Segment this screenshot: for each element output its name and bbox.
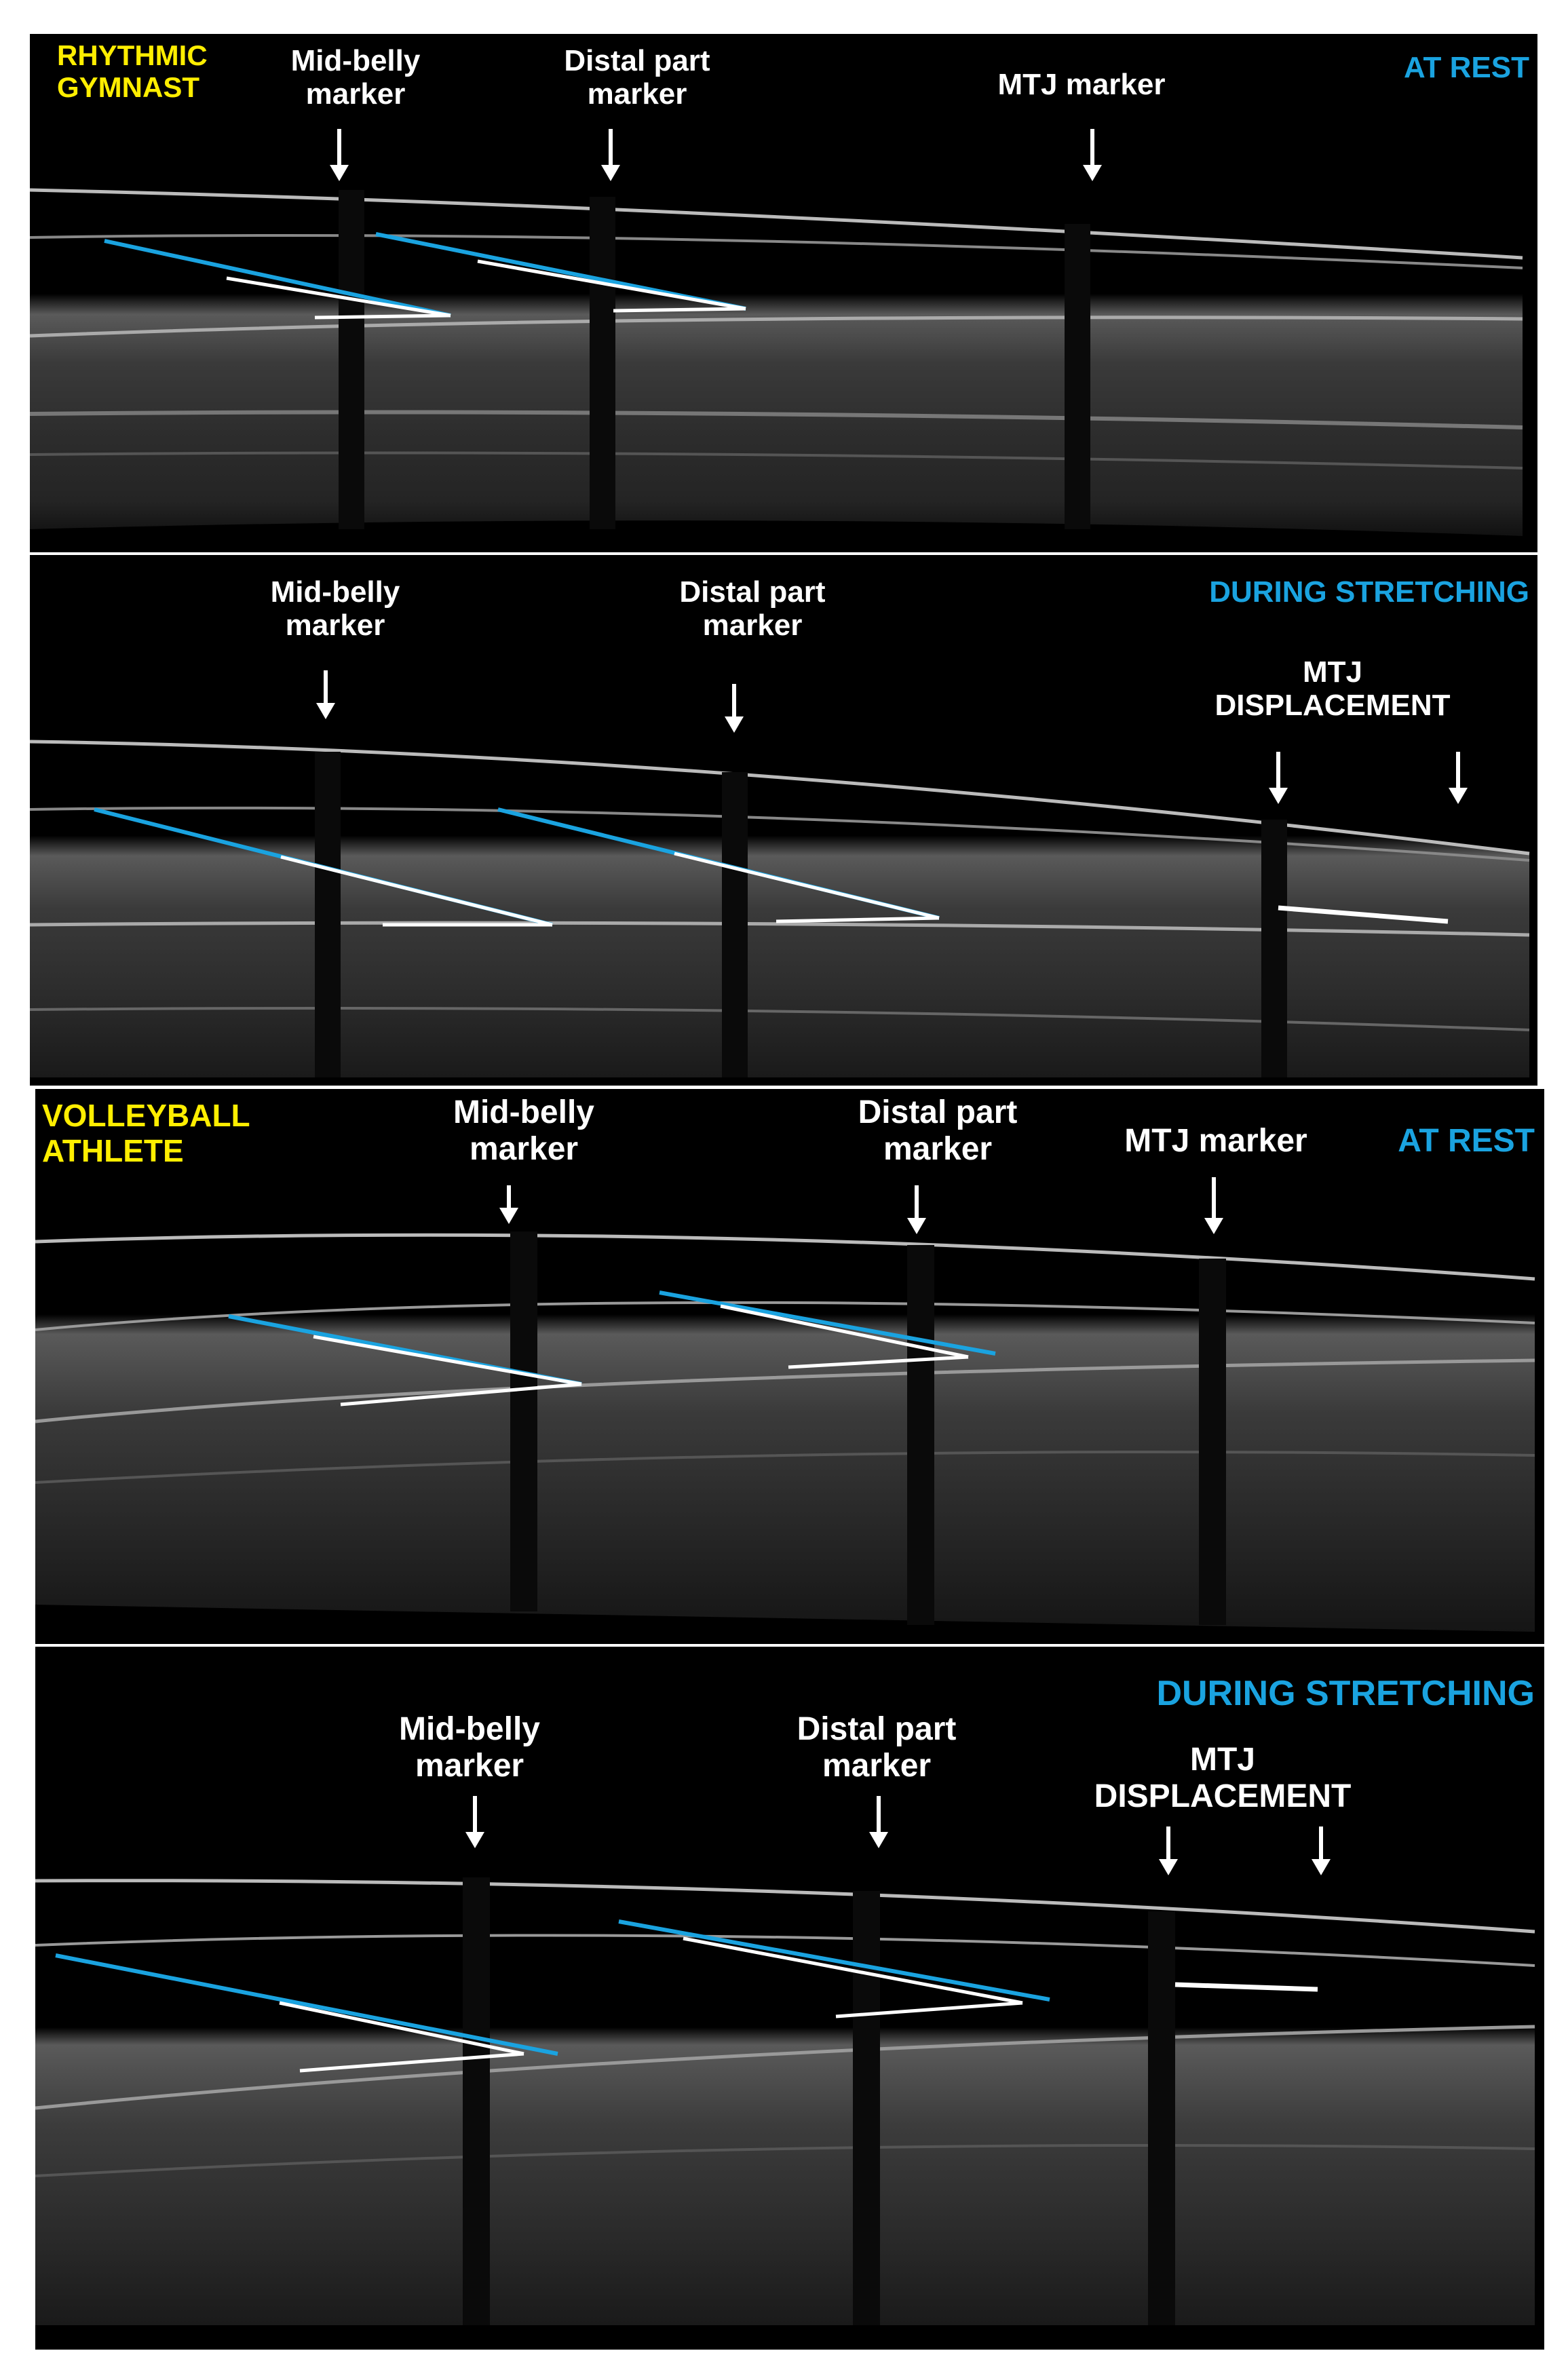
mid-belly-arrow (465, 1796, 484, 1848)
distal-part-arrow (601, 129, 620, 181)
mid-belly-arrow (499, 1185, 518, 1224)
mtj-end-arrow (1312, 1826, 1331, 1875)
mtj-marker-label: MTJ marker (997, 68, 1166, 101)
mtj-arrow (1083, 129, 1102, 181)
mtj-displacement-label: MTJ DISPLACEMENT (1215, 655, 1451, 723)
mid-belly-marker-label: Mid-belly marker (398, 1711, 540, 1784)
mid-belly-arrow (330, 129, 349, 181)
ultrasound-image (35, 1877, 1535, 2325)
mid-belly-arrow (316, 670, 335, 719)
athlete-label: VOLLEYBALL ATHLETE (42, 1098, 250, 1168)
ultrasound-panel-gymnast-rest: RHYTHMIC GYMNAST Mid-belly marker Distal… (30, 34, 1537, 552)
athlete-label: RHYTHMIC GYMNAST (57, 39, 208, 104)
ultrasound-image (35, 1231, 1535, 1632)
distal-part-marker-label: Distal part marker (797, 1711, 957, 1784)
state-label: AT REST (1404, 51, 1529, 84)
mtj-start-arrow (1159, 1826, 1178, 1875)
distal-part-marker-label: Distal part marker (679, 575, 826, 643)
ultrasound-image (30, 188, 1523, 536)
mid-belly-marker-label: Mid-belly marker (270, 575, 400, 643)
ultrasound-image (30, 740, 1530, 1077)
state-label: DURING STRETCHING (1209, 575, 1529, 609)
distal-part-arrow (907, 1185, 926, 1234)
mtj-arrow (1204, 1177, 1223, 1234)
distal-part-arrow (725, 684, 744, 733)
mtj-end-arrow (1449, 752, 1468, 804)
mid-belly-marker-label: Mid-belly marker (453, 1094, 594, 1167)
distal-part-arrow (869, 1796, 888, 1848)
ultrasound-panel-volleyball-stretching: Mid-belly marker Distal part marker MTJ … (35, 1647, 1544, 2350)
ultrasound-panel-gymnast-stretching: Mid-belly marker Distal part marker MTJ … (30, 555, 1537, 1086)
mid-belly-marker-label: Mid-belly marker (290, 44, 421, 111)
ultrasound-panel-volleyball-rest: VOLLEYBALL ATHLETE Mid-belly marker Dist… (35, 1089, 1544, 1644)
state-label: DURING STRETCHING (1156, 1674, 1535, 1713)
distal-part-marker-label: Distal part marker (858, 1094, 1018, 1167)
mtj-marker-label: MTJ marker (1124, 1123, 1307, 1159)
mtj-displacement-label: MTJ DISPLACEMENT (1094, 1742, 1352, 1814)
mtj-start-arrow (1269, 752, 1288, 804)
distal-part-marker-label: Distal part marker (564, 44, 710, 111)
state-label: AT REST (1398, 1123, 1535, 1159)
